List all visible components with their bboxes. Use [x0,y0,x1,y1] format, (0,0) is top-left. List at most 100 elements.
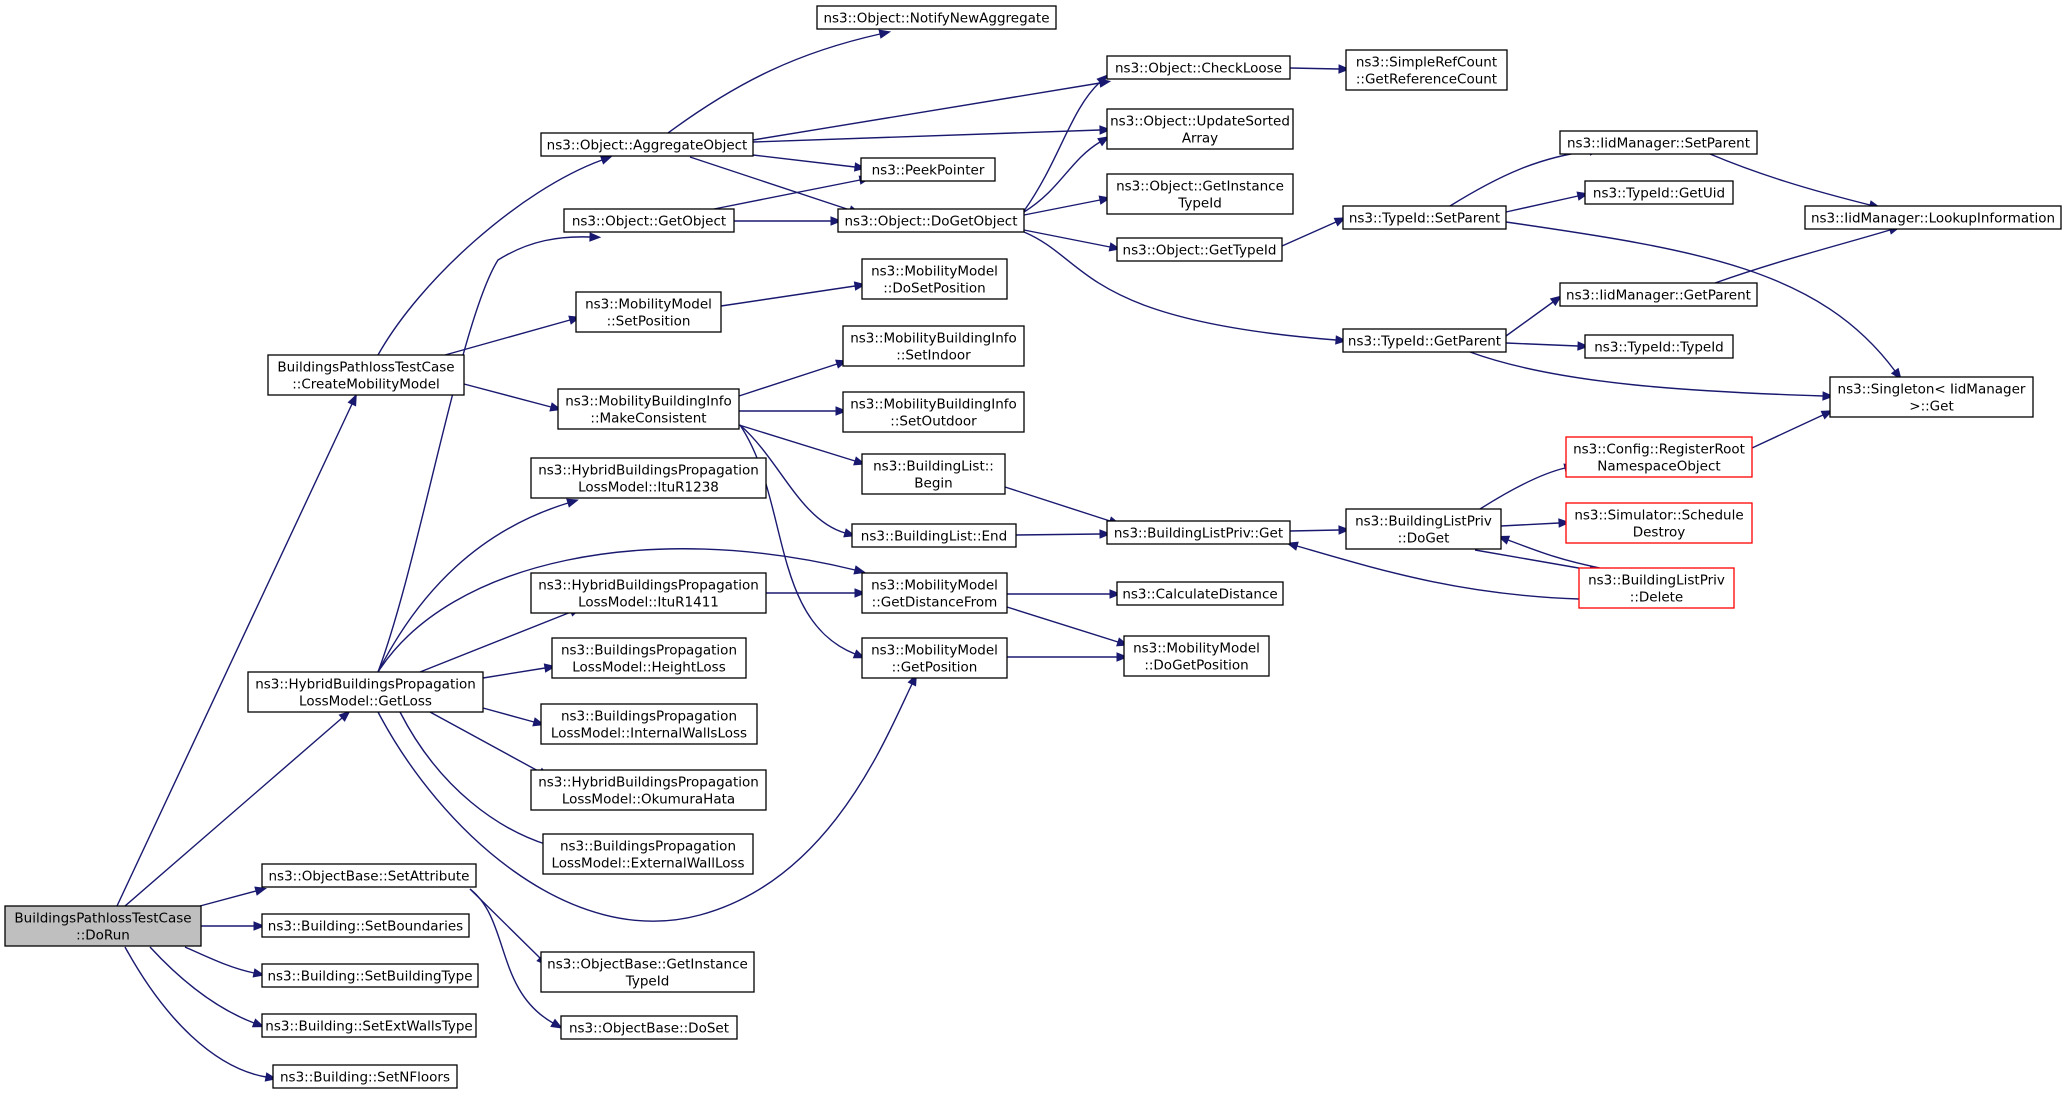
node-box [560,1015,738,1040]
node-box [1106,55,1291,80]
node-simpleref[interactable]: ns3::SimpleRefCount::GetReferenceCount [1345,49,1508,91]
node-heightloss[interactable]: ns3::BuildingsPropagationLossModel::Heig… [551,637,747,679]
node-label-line: ns3::BuildingsPropagation [560,839,736,855]
edge-line [752,129,1101,143]
node-mbisetindoor[interactable]: ns3::MobilityBuildingInfo::SetIndoor [842,325,1025,367]
edge-line [1023,141,1101,213]
node-blbegin[interactable]: ns3::BuildingList::Begin [861,453,1006,495]
node-setattr[interactable]: ns3::ObjectBase::SetAttribute [261,863,477,888]
node-box [540,951,755,993]
node-externalwall[interactable]: ns3::BuildingsPropagationLossModel::Exte… [542,833,754,875]
node-tidgetparent[interactable]: ns3::TypeId::GetParent [1342,328,1507,353]
edge-line [689,156,851,211]
edge-line [713,179,861,210]
node-obdoset[interactable]: ns3::ObjectBase::DoSet [560,1015,738,1040]
node-dorun[interactable]: BuildingsPathlossTestCase::DoRun [4,905,202,947]
node-box [247,671,484,713]
node-itur1238[interactable]: ns3::HybridBuildingsPropagationLossModel… [530,457,767,499]
edge-line [1479,467,1566,510]
node-blpget[interactable]: ns3::BuildingListPriv::Get [1106,520,1291,545]
edge-line [752,82,1101,141]
edge-line [444,319,571,356]
node-mmdosetpos[interactable]: ns3::MobilityModel::DoSetPosition [861,258,1008,300]
node-checkloose[interactable]: ns3::Object::CheckLoose [1106,55,1291,80]
node-box [540,703,758,745]
node-label-line: LossModel::ItuR1238 [578,480,719,496]
edge-line [149,946,255,1024]
node-mbisetoutdoor[interactable]: ns3::MobilityBuildingInfo::SetOutdoor [842,391,1025,433]
node-mmgetdist[interactable]: ns3::MobilityModel::GetDistanceFrom [861,572,1008,614]
node-aggobj[interactable]: ns3::Object::AggregateObject [540,132,754,157]
node-mmgetpos[interactable]: ns3::MobilityModel::GetPosition [861,637,1008,679]
arrowhead [878,29,892,39]
node-box [540,132,754,157]
arrowhead [854,588,867,598]
node-iidlookup[interactable]: ns3::IidManager::LookupInformation [1804,205,2062,230]
node-blpdoget[interactable]: ns3::BuildingListPriv::DoGet [1345,508,1502,550]
node-internalwalls[interactable]: ns3::BuildingsPropagationLossModel::Inte… [540,703,758,745]
node-box [861,258,1008,300]
call-nodes: BuildingsPathlossTestCase::DoRun Building… [4,5,2062,1089]
node-mbimake[interactable]: ns3::MobilityBuildingInfo::MakeConsisten… [557,388,740,430]
node-blend[interactable]: ns3::BuildingList::End [851,523,1017,548]
node-iidsetparent[interactable]: ns3::IidManager::SetParent [1559,130,1758,155]
node-peek[interactable]: ns3::PeekPointer [860,157,996,182]
node-iidgetparent[interactable]: ns3::IidManager::GetParent [1559,282,1758,307]
node-label-line: ns3::BuildingList:: [873,459,994,475]
node-tidsetparent[interactable]: ns3::TypeId::SetParent [1342,205,1507,230]
edge-line [377,548,856,673]
node-blpdelete[interactable]: ns3::BuildingListPriv::Delete [1578,567,1735,609]
node-hybridgetloss[interactable]: ns3::HybridBuildingsPropagationLossModel… [247,671,484,713]
node-box [575,291,722,333]
arrowhead [338,710,351,722]
node-tidtypeid[interactable]: ns3::TypeId::TypeId [1584,334,1734,359]
node-label-line: ::SetPosition [607,314,691,330]
node-box [1584,334,1734,359]
node-notify[interactable]: ns3::Object::NotifyNewAggregate [816,5,1057,30]
edge-line [469,888,554,1024]
node-tidgetuid[interactable]: ns3::TypeId::GetUid [1584,180,1734,205]
node-objgettypeid[interactable]: ns3::Object::GetTypeId [1116,237,1283,262]
node-box [1578,567,1735,609]
node-calcdist[interactable]: ns3::CalculateDistance [1116,581,1284,606]
call-edge-dorun-to-setextwalls [149,946,265,1028]
node-mmsetpos[interactable]: ns3::MobilityModel::SetPosition [575,291,722,333]
node-label-line: ns3::Object::AggregateObject [547,138,748,154]
node-label-line: ns3::Object::GetTypeId [1123,243,1277,259]
node-box [1116,237,1283,262]
node-createmob[interactable]: BuildingsPathlossTestCase::CreateMobilit… [267,354,465,396]
node-label-line: ns3::HybridBuildingsPropagation [538,578,759,594]
call-edge-dogetobj-to-tidgetparent [1023,231,1348,345]
node-getobj[interactable]: ns3::Object::GetObject [563,208,735,233]
arrowhead [1335,335,1348,345]
node-label-line: ::CreateMobilityModel [292,377,440,393]
node-dogetobj[interactable]: ns3::Object::DoGetObject [837,208,1025,233]
node-itur1411[interactable]: ns3::HybridBuildingsPropagationLossModel… [530,572,767,614]
node-setextwalls[interactable]: ns3::Building::SetExtWallsType [261,1013,477,1038]
arrowhead [1549,295,1563,307]
node-label-line: ns3::CalculateDistance [1122,587,1277,603]
call-edge-createmob-to-aggobj [377,155,613,356]
edge-line [1714,229,1891,284]
edge-line [738,363,838,397]
node-singleton[interactable]: ns3::Singleton< IidManager>::Get [1829,376,2034,418]
node-setnfloors[interactable]: ns3::Building::SetNFloors [272,1064,458,1089]
node-box [837,208,1025,233]
node-okumura[interactable]: ns3::HybridBuildingsPropagationLossModel… [530,769,767,811]
node-box [1345,508,1502,550]
arrowhead [835,406,848,416]
node-mmdogetpos[interactable]: ns3::MobilityModel::DoGetPosition [1123,635,1270,677]
node-label-line: ns3::TypeId::GetUid [1593,186,1725,202]
call-edge-mbimake-to-mbisetindoor [738,359,848,397]
node-setbound[interactable]: ns3::Building::SetBoundaries [261,913,470,938]
node-box [1342,328,1507,353]
node-setbtype[interactable]: ns3::Building::SetBuildingType [261,963,479,988]
node-label-line: ns3::ObjectBase::GetInstance [547,957,748,973]
node-label-line: ns3::Building::SetBuildingType [267,969,472,985]
node-label-line: ns3::IidManager::SetParent [1567,136,1750,152]
